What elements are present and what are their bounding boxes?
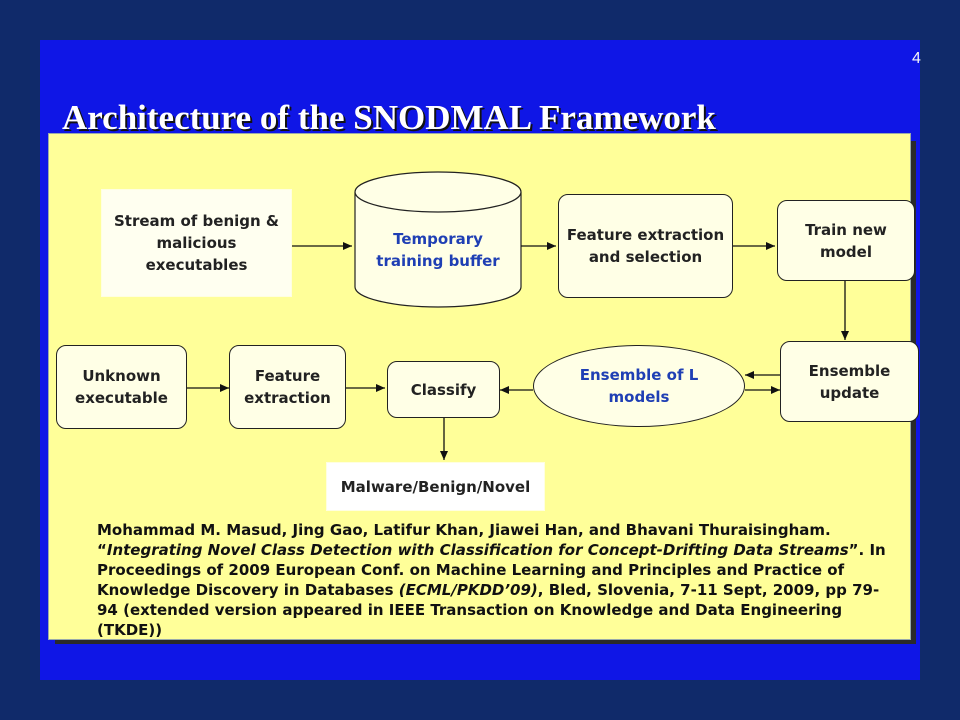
citation-venue-abbr: (ECML/PKDD’09) [398, 581, 538, 599]
result-label: Malware/Benign/Novel [340, 477, 531, 496]
stream-node: Stream of benign & malicious executables [101, 189, 292, 297]
feature-selection-node: Feature extraction and selection [558, 194, 733, 298]
ensemble-node: Ensemble of L models [533, 345, 745, 427]
citation: Mohammad M. Masud, Jing Gao, Latifur Kha… [97, 520, 897, 640]
ensemble-update-node: Ensemble update [780, 341, 919, 422]
classify-label: Classify [410, 380, 477, 399]
citation-title: Integrating Novel Class Detection with C… [106, 541, 849, 559]
unknown-executable-label: Unknown executable [75, 367, 168, 407]
feature-extraction-node: Feature extraction [229, 345, 346, 429]
citation-quote-close: ”. [848, 541, 865, 559]
unknown-executable-node: Unknown executable [56, 345, 187, 429]
citation-authors: Mohammad M. Masud, Jing Gao, Latifur Kha… [97, 521, 831, 539]
result-node: Malware/Benign/Novel [326, 462, 545, 511]
ensemble-label: Ensemble of L models [579, 366, 699, 406]
stream-label: Stream of benign & malicious executables [113, 212, 280, 274]
buffer-label: Temporary training buffer [376, 229, 500, 270]
page-number: 4 [912, 50, 921, 67]
citation-venue: In Proceedings of 2009 European Conf. on… [97, 541, 886, 599]
citation-quote-open: “ [97, 541, 107, 559]
feature-selection-label: Feature extraction and selection [566, 226, 725, 266]
ensemble-update-label: Ensemble update [808, 361, 891, 402]
classify-node: Classify [387, 361, 500, 418]
citation-details: , Bled, Slovenia, 7-11 Sept, 2009, pp 79… [97, 581, 880, 639]
train-model-node: Train new model [777, 200, 915, 281]
slide-title: Architecture of the SNODMAL Framework [62, 98, 716, 137]
train-model-label: Train new model [805, 220, 887, 261]
buffer-node: Temporary training buffer [355, 212, 521, 287]
feature-extraction-label: Feature extraction [244, 367, 331, 407]
